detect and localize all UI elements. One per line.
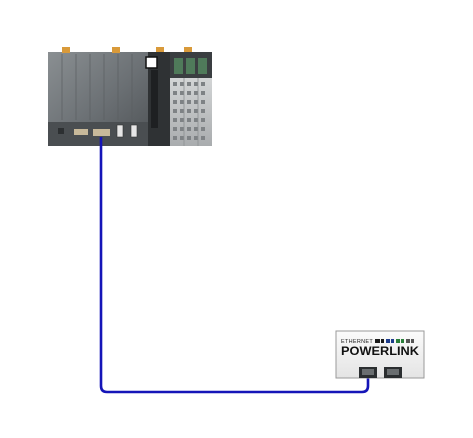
plc-usb-port[interactable] [116,124,124,138]
powerlink-logo-bar [375,339,414,343]
plc-top-connector [62,47,70,53]
powerlink-box [335,330,425,379]
plc-small-port [58,128,64,134]
rj45-port-icon[interactable] [359,367,377,378]
status-indicator [145,56,158,69]
powerlink-label: POWERLINK [341,344,419,358]
plc-controller-icon[interactable] [48,47,212,146]
plc-serial-port [74,129,88,135]
plc-top-connector [112,47,120,53]
io-terminal-modules [170,52,212,146]
ethernet-cable [99,137,370,394]
plc-ethernet-port[interactable] [93,129,110,136]
ethernet-powerlink-module-icon[interactable]: ETHERNET POWERLINK [335,330,425,379]
plc-usb-port[interactable] [130,124,138,138]
rj45-port-icon[interactable] [384,367,402,378]
plc-bus-slot [151,70,158,128]
plc-top-connector [156,47,164,53]
plc-housing-ribs [61,54,133,120]
plc-top-connector [184,47,192,53]
ethernet-label: ETHERNET [341,339,373,345]
